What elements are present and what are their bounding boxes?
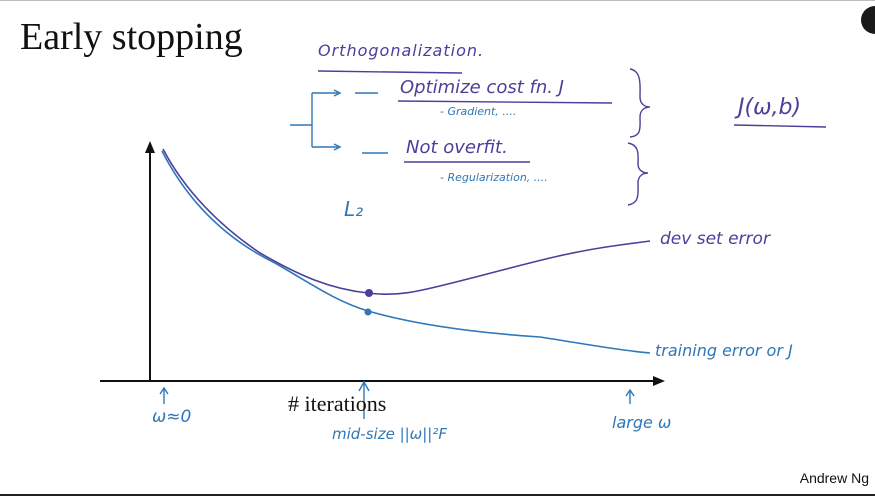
training-error-label: training error or J [655, 341, 793, 360]
l2-note: L₂ [344, 197, 364, 221]
gradient-note: - Gradient, .... [440, 105, 517, 118]
slide-title: Early stopping [20, 16, 243, 58]
optimize-note: Optimize cost fn. J [400, 77, 564, 98]
large-w-label: large ω [612, 413, 672, 432]
author-footer: Andrew Ng [799, 470, 869, 486]
ortho-underline [317, 70, 463, 74]
mid-arrow [358, 380, 370, 419]
w-approx-zero-label: ω≈0 [152, 407, 192, 427]
optimize-underline [397, 100, 613, 104]
orthogonalization-note: Orthogonalization. [318, 41, 485, 60]
mid-size-label: mid-size ||ω||²F [332, 425, 447, 443]
x-axis-label: # iterations [288, 391, 387, 416]
corner-control-button[interactable] [861, 6, 875, 34]
jwb-underline [733, 124, 827, 128]
train-mid-point [364, 308, 372, 316]
dev-set-error-label: dev set error [660, 229, 770, 249]
dev-min-point [365, 289, 373, 297]
brace-bottom [627, 142, 649, 206]
y-axis-arrow [145, 141, 155, 153]
brace-top [629, 68, 651, 138]
w0-arrow [159, 386, 169, 404]
ortho-fork [290, 89, 388, 154]
dev-error-curve [162, 148, 651, 296]
j-w-b-note: J(ω,b) [738, 95, 802, 120]
x-axis-arrow [653, 376, 665, 386]
not-overfit-note: Not overfit. [406, 137, 508, 158]
large-w-arrow [625, 388, 635, 404]
regularization-note: - Regularization, .... [440, 171, 548, 184]
